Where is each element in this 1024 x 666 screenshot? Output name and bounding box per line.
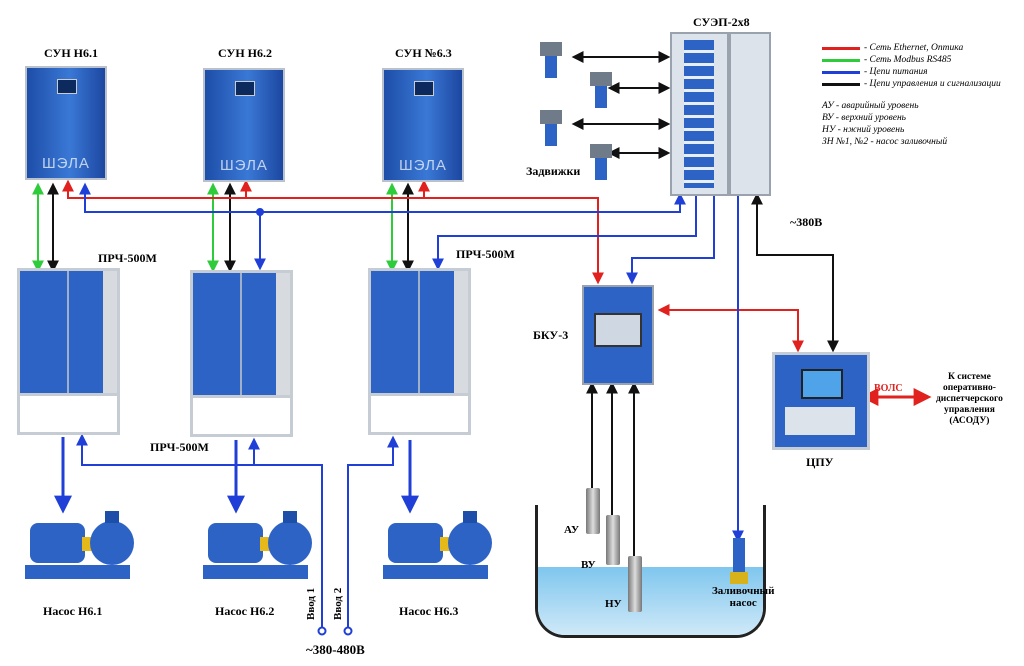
pump3-label: Насос Н6.3: [399, 604, 459, 618]
prch-label-2: ПРЧ-500М: [150, 440, 209, 454]
legend-item: - Цепи питания: [822, 66, 1001, 78]
supply-voltage-label: ~380-480В: [306, 642, 365, 657]
bku-label: БКУ-3: [533, 328, 569, 342]
note-item: ЗН №1, №2 - насос заливочный: [822, 137, 948, 147]
legend-item: - Цепи управления и сигнализации: [822, 78, 1001, 90]
cpu-label: ЦПУ: [806, 455, 834, 469]
prch-label-3: ПРЧ-500М: [456, 247, 515, 261]
sensor-nu: [628, 556, 642, 612]
au-label: АУ: [564, 524, 580, 536]
sun-cabinet-2: ШЭЛА: [203, 68, 285, 182]
reservoir: [535, 505, 766, 638]
legend: - Сеть Ethernet, Оптика - Сеть Modbus RS…: [822, 42, 1001, 90]
suep-label: СУЭП-2х8: [693, 15, 750, 29]
power-links: [54, 182, 744, 636]
legend-item: - Сеть Modbus RS485: [822, 54, 1001, 66]
priming-pump-image: [730, 538, 748, 584]
sun1-label: СУН Н6.1: [44, 46, 98, 60]
input2-label: Ввод 2: [332, 587, 344, 620]
sun3-label: СУН №6.3: [395, 46, 452, 60]
vu-label: ВУ: [581, 559, 596, 571]
note-item: НУ - нжний уровень: [822, 125, 905, 135]
valves-label: Задвижки: [526, 164, 581, 178]
note-item: АУ - аварийный уровень: [822, 101, 919, 111]
pump2-label: Насос Н6.2: [215, 604, 275, 618]
pump-3-image: [383, 511, 492, 579]
valve-3-image: [540, 110, 562, 146]
legend-item: - Сеть Ethernet, Оптика: [822, 42, 1001, 54]
asodu-label: К системе оперативно- диспетчерского упр…: [936, 372, 1003, 426]
valve-2-image: [590, 72, 612, 108]
prch-label-1: ПРЧ-500М: [98, 251, 157, 265]
sensor-vu: [606, 515, 620, 565]
suep-cabinet-left: [670, 32, 729, 196]
vols-label: ВОЛС: [874, 383, 903, 394]
sun2-label: СУН Н6.2: [218, 46, 272, 60]
vfd-cabinet-2: [190, 270, 293, 437]
valve-4-image: [590, 144, 612, 180]
vfd-cabinet-1: [17, 268, 120, 435]
power-380-label: ~380В: [790, 215, 823, 229]
input1-label: Ввод 1: [305, 587, 317, 620]
valve-1-image: [540, 42, 562, 78]
abbreviations: АУ - аварийный уровень ВУ - верхний уров…: [822, 100, 947, 148]
bku-cabinet: [582, 285, 654, 385]
sensor-au: [586, 488, 600, 534]
nu-label: НУ: [605, 598, 622, 610]
vfd-cabinet-3: [368, 268, 471, 435]
pump1-label: Насос Н6.1: [43, 604, 103, 618]
pump-1-image: [25, 511, 134, 579]
note-item: ВУ - верхний уровень: [822, 113, 906, 123]
sun-cabinet-3: ШЭЛА: [382, 68, 464, 182]
pump-2-image: [203, 511, 312, 579]
cpu-console: [772, 352, 870, 450]
sun-cabinet-1: ШЭЛА: [25, 66, 107, 180]
suep-cabinet-right: [729, 32, 771, 196]
priming-pump-label: Заливочный насос: [712, 585, 775, 609]
